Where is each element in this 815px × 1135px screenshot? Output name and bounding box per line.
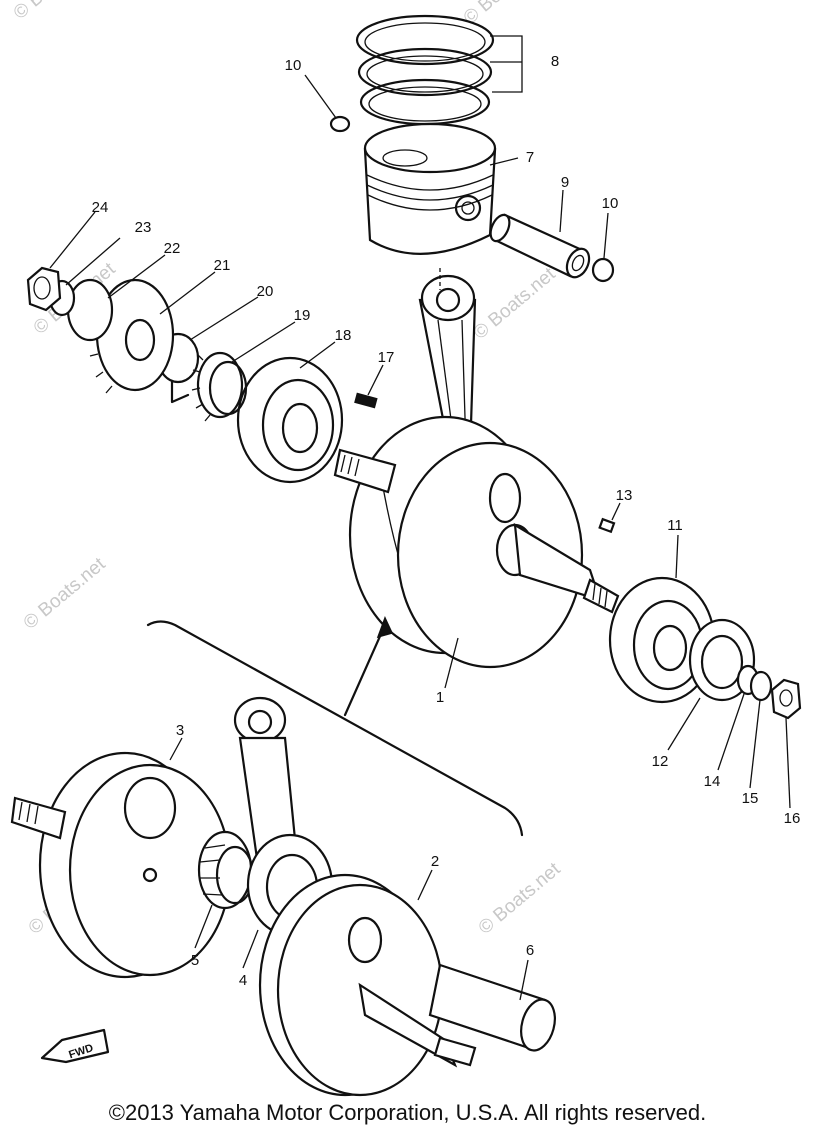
- callout-10-left: 10: [285, 57, 302, 74]
- piston-pin: [489, 213, 591, 279]
- crankshaft-assembly: [333, 415, 620, 669]
- callout-7: 7: [526, 149, 534, 166]
- piston: [363, 122, 497, 255]
- callout-15: 15: [742, 790, 759, 807]
- callout-2: 2: [431, 853, 439, 870]
- lock-washer-small: [749, 670, 773, 702]
- callout-14: 14: [704, 773, 721, 790]
- copyright-notice: ©2013 Yamaha Motor Corporation, U.S.A. A…: [108, 1100, 707, 1125]
- piston-pin-clip-right: [591, 257, 615, 283]
- fwd-arrow-icon: FWD: [40, 1028, 110, 1064]
- callout-12: 12: [652, 753, 669, 770]
- bearing-left: [236, 356, 344, 484]
- watermark: © Boats.net: [10, 0, 100, 24]
- sprocket: [191, 351, 248, 422]
- callout-24: 24: [92, 199, 109, 216]
- callout-13: 13: [616, 487, 633, 504]
- callout-3: 3: [176, 722, 184, 739]
- woodruff-key: [354, 392, 378, 409]
- callout-5: 5: [191, 952, 199, 969]
- callout-11: 11: [667, 517, 683, 534]
- callout-6: 6: [526, 942, 534, 959]
- piston-pin-clip-left: [329, 115, 351, 133]
- callout-9: 9: [561, 174, 569, 191]
- watermark: © Boats.net: [470, 263, 560, 344]
- callout-19: 19: [294, 307, 311, 324]
- nut: [26, 266, 62, 312]
- callout-4: 4: [239, 972, 247, 989]
- callout-22: 22: [164, 240, 181, 257]
- callout-10-right: 10: [602, 195, 619, 212]
- callout-16: 16: [784, 810, 801, 827]
- nut-right: [770, 678, 802, 720]
- piston-rings: [355, 14, 495, 126]
- callouts: 1 2 3 4 5 6 7 8 9 10 10 11 12 13 14 15 1…: [92, 53, 801, 989]
- watermark: © Boats.net: [460, 0, 550, 29]
- callout-20: 20: [257, 283, 274, 300]
- needle-bearing: [197, 830, 255, 910]
- watermark: © Boats.net: [20, 553, 110, 634]
- callout-8: 8: [551, 53, 559, 70]
- callout-17: 17: [378, 349, 395, 366]
- crank-pin: [428, 963, 556, 1052]
- spacer: [66, 278, 114, 342]
- callout-1: 1: [436, 689, 444, 706]
- callout-23: 23: [135, 219, 152, 236]
- callout-21: 21: [214, 257, 231, 274]
- watermark: © Boats.net: [475, 858, 565, 939]
- callout-18: 18: [335, 327, 352, 344]
- key: [598, 517, 616, 534]
- crank-web-right: [258, 873, 477, 1097]
- subassembly-bracket: [146, 616, 524, 837]
- leader-lines: [49, 35, 791, 1001]
